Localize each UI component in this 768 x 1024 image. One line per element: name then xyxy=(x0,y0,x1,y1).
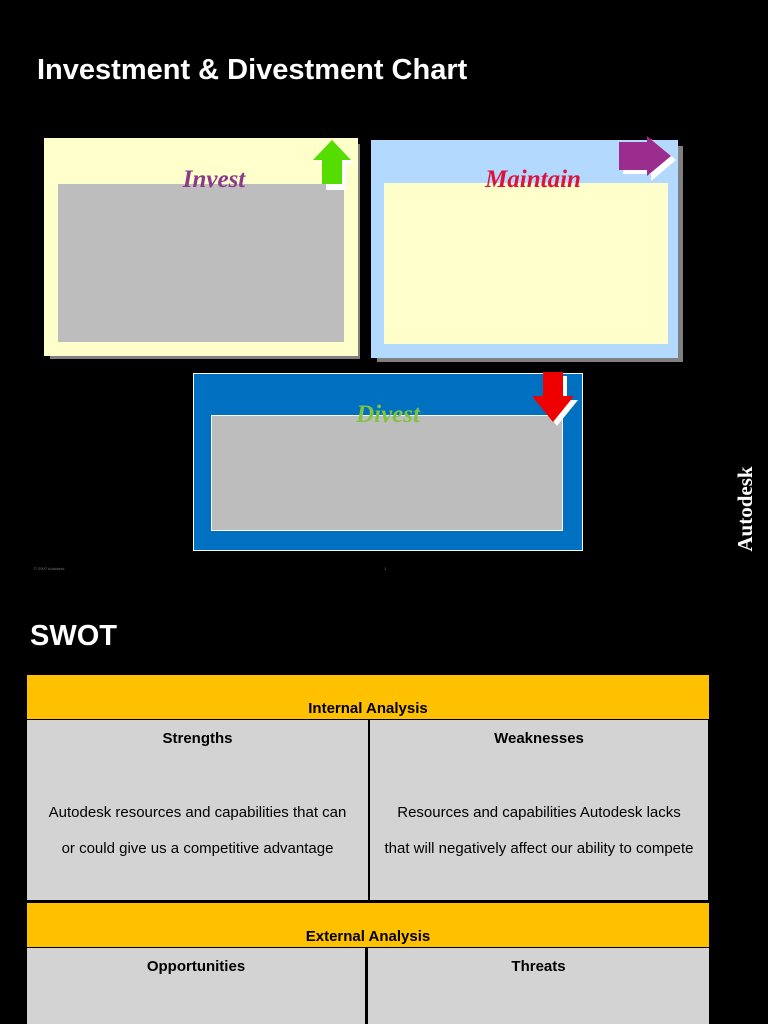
invest-card: Invest xyxy=(44,138,364,363)
strengths-body: Autodesk resources and capabilities that… xyxy=(27,795,368,867)
page-number: 1 xyxy=(384,566,387,571)
weaknesses-body: Resources and capabilities Autodesk lack… xyxy=(370,795,708,867)
copyright-footer: © 2007 Autodesk xyxy=(34,566,65,571)
strengths-heading: Strengths xyxy=(162,730,233,747)
weaknesses-line: Resources and capabilities Autodesk lack… xyxy=(397,804,681,821)
down-arrow-icon xyxy=(533,372,578,426)
invest-content-area xyxy=(58,184,344,342)
weaknesses-line: that will negatively affect our ability … xyxy=(384,840,694,857)
up-arrow-icon xyxy=(313,140,354,190)
opportunities-heading: Opportunities xyxy=(146,958,246,975)
maintain-label: Maintain xyxy=(485,166,581,193)
swot-title: SWOT xyxy=(30,620,117,652)
external-analysis-label: External Analysis xyxy=(305,928,431,945)
opportunities-cell: Opportunities xyxy=(27,948,365,1024)
slide-title: Investment & Divestment Chart xyxy=(37,54,468,86)
invest-label: Invest xyxy=(182,166,246,193)
internal-analysis-header: Internal Analysis xyxy=(27,675,709,719)
threats-cell: Threats xyxy=(368,948,709,1024)
external-analysis-header: External Analysis xyxy=(27,903,709,947)
divest-content-area xyxy=(211,415,563,531)
divest-card: Divest xyxy=(193,372,585,553)
strengths-line: or could give us a competitive advantage xyxy=(61,840,334,857)
weaknesses-heading: Weaknesses xyxy=(494,730,584,747)
right-arrow-icon xyxy=(619,136,676,181)
autodesk-logo: Autodesk xyxy=(733,466,757,552)
threats-heading: Threats xyxy=(511,958,566,975)
divest-label: Divest xyxy=(356,401,420,428)
maintain-content-area xyxy=(384,183,668,344)
weaknesses-cell: Weaknesses Resources and capabilities Au… xyxy=(370,720,708,900)
internal-analysis-label: Internal Analysis xyxy=(308,700,428,717)
maintain-card: Maintain xyxy=(371,136,687,365)
strengths-cell: Strengths Autodesk resources and capabil… xyxy=(27,720,368,900)
strengths-line: Autodesk resources and capabilities that… xyxy=(48,804,347,821)
